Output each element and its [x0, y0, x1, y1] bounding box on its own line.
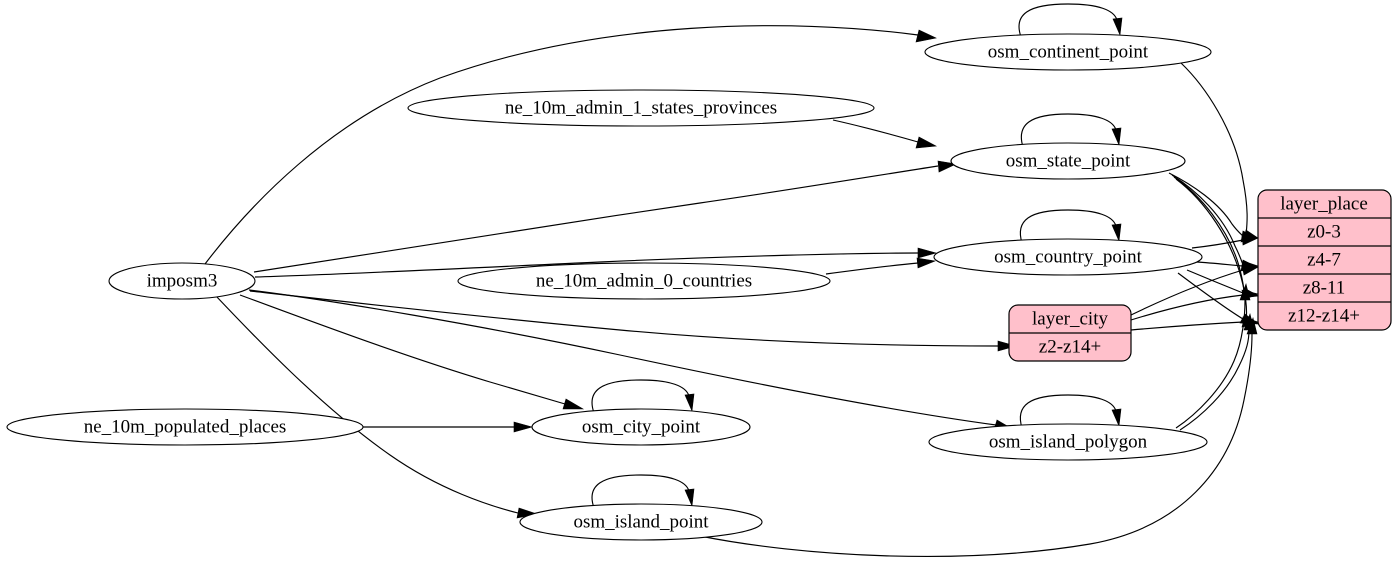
arrowhead	[1241, 234, 1259, 246]
node-osm_city_point[interactable]: osm_city_point	[531, 408, 751, 446]
edge-imposm3-to-osm_country_point	[254, 252, 919, 278]
edge-osm_country_point-to-layer_place-z4-7	[1195, 261, 1244, 267]
node-label: imposm3	[147, 270, 218, 291]
edge-layer	[204, 3, 1259, 558]
record-layer_place[interactable]: layer_place z0-3 z4-7 z8-11 z12-z14+	[1257, 189, 1392, 331]
node-shape	[457, 262, 831, 300]
node-osm_state_point[interactable]: osm_state_point	[950, 142, 1186, 180]
arrowhead	[1241, 264, 1259, 276]
node-shape	[933, 238, 1203, 276]
record-layer: layer_city z2-z14+ layer_place z0-3 z4-7…	[1008, 189, 1392, 362]
edge-osm_island_polygon-to-layer_place-z12-z14	[1179, 329, 1250, 431]
node-shape	[519, 503, 763, 541]
arrowhead	[916, 257, 937, 269]
node-shape	[531, 408, 751, 446]
node-layer: imposm3 ne_10m_admin_1_states_provinces …	[6, 33, 1212, 541]
arrowhead	[937, 160, 957, 173]
edge-imposm3-to-layer_city	[249, 290, 999, 347]
edge-osm_country_point-to-layer_place-z0-3	[1191, 239, 1244, 249]
node-label: ne_10m_populated_places	[84, 416, 287, 437]
arrowhead	[562, 398, 585, 410]
edge-ne_admin0-to-osm_country_point	[825, 262, 919, 275]
arrowhead	[1239, 282, 1251, 301]
node-osm_island_polygon[interactable]: osm_island_polygon	[928, 423, 1208, 461]
node-osm_continent_point[interactable]: osm_continent_point	[924, 33, 1212, 71]
edge-self-osm_country_point	[1019, 209, 1117, 244]
arrowhead	[1112, 17, 1123, 37]
node-shape	[407, 89, 875, 127]
arrowhead	[1111, 223, 1122, 243]
edge-osm_state_point-to-layer_place-z8-11	[1173, 176, 1245, 294]
record-layer_city[interactable]: layer_city z2-z14+	[1008, 304, 1132, 362]
node-imposm3[interactable]: imposm3	[108, 262, 256, 300]
node-shape	[6, 408, 364, 446]
node-ne_10m_populated_places[interactable]: ne_10m_populated_places	[6, 408, 364, 446]
edge-layer_city-to-layer_place-z12-z14	[1130, 321, 1244, 331]
edge-self-osm_state_point	[1020, 113, 1117, 148]
edge-self-osm_city_point	[591, 379, 690, 414]
edge-ne_admin1-to-osm_state_point	[832, 119, 919, 143]
edge-self-osm_island_point	[591, 474, 690, 509]
arrowhead	[915, 29, 937, 43]
edge-osm_state_point-to-layer_place-z4-7	[1171, 174, 1244, 266]
edge-osm_island_point-to-layer_place-z12-z14	[699, 333, 1253, 558]
node-shape	[924, 33, 1212, 71]
edge-imposm3-to-osm_state_point	[253, 165, 939, 273]
node-label: osm_country_point	[994, 246, 1142, 267]
edge-self-osm_continent_point	[1018, 3, 1118, 38]
record-title: layer_place	[1280, 193, 1368, 214]
node-label: osm_state_point	[1006, 150, 1131, 171]
node-label: ne_10m_admin_1_states_provinces	[505, 97, 777, 118]
arrowhead	[915, 136, 938, 149]
arrowhead	[1111, 408, 1122, 428]
arrowhead	[997, 340, 1018, 352]
record-row-z4-7: z4-7	[1307, 249, 1341, 270]
record-title: layer_city	[1032, 308, 1108, 329]
record-row-z0-3: z0-3	[1307, 221, 1341, 242]
record-row-z12-z14: z12-z14+	[1288, 305, 1360, 326]
edge-osm_state_point-to-layer_place-z12-z14	[1175, 178, 1248, 322]
edge-osm_island_polygon-to-layer_place-z8-11	[1175, 299, 1246, 429]
edge-imposm3-to-osm_continent_point	[204, 25, 919, 265]
record-row-z2-z14: z2-z14+	[1039, 336, 1101, 357]
arrowhead	[684, 393, 695, 413]
arrowhead	[917, 247, 938, 259]
node-label: osm_island_polygon	[989, 431, 1148, 452]
arrowhead	[1246, 316, 1258, 335]
arrowhead	[1111, 127, 1122, 147]
edge-imposm3-to-osm_island_polygon	[248, 289, 997, 426]
arrowhead	[513, 421, 534, 433]
edge-layer_city-to-layer_place-z8-11	[1130, 294, 1244, 321]
node-shape	[108, 262, 256, 300]
node-label: ne_10m_admin_0_countries	[536, 270, 752, 291]
edge-osm_country_point-to-layer_place-z12-z14	[1177, 272, 1244, 320]
node-ne_10m_admin_1_states_provinces[interactable]: ne_10m_admin_1_states_provinces	[407, 89, 875, 127]
edge-osm_state_point-to-layer_place-z0-3	[1168, 172, 1244, 237]
edge-imposm3-to-osm_island_point	[215, 295, 519, 514]
edge-self-osm_island_polygon	[1019, 394, 1117, 429]
node-osm_country_point[interactable]: osm_country_point	[933, 238, 1203, 276]
node-ne_10m_admin_0_countries[interactable]: ne_10m_admin_0_countries	[457, 262, 831, 300]
edge-imposm3-to-osm_city_point	[239, 294, 566, 405]
edge-osm_country_point-to-layer_place-z8-11	[1186, 269, 1244, 294]
edge-osm_continent_point-to-layer_place-z0-3	[1180, 62, 1248, 236]
node-label: osm_city_point	[582, 416, 701, 437]
node-label: osm_continent_point	[988, 41, 1149, 62]
arrowhead	[684, 488, 695, 508]
node-shape	[950, 142, 1186, 180]
edge-layer_city-to-layer_place-z4-7	[1130, 269, 1244, 316]
record-background	[1257, 189, 1392, 331]
record-row-z8-11: z8-11	[1303, 277, 1346, 298]
node-shape	[928, 423, 1208, 461]
node-osm_island_point[interactable]: osm_island_point	[519, 503, 763, 541]
node-label: osm_island_point	[573, 511, 709, 532]
